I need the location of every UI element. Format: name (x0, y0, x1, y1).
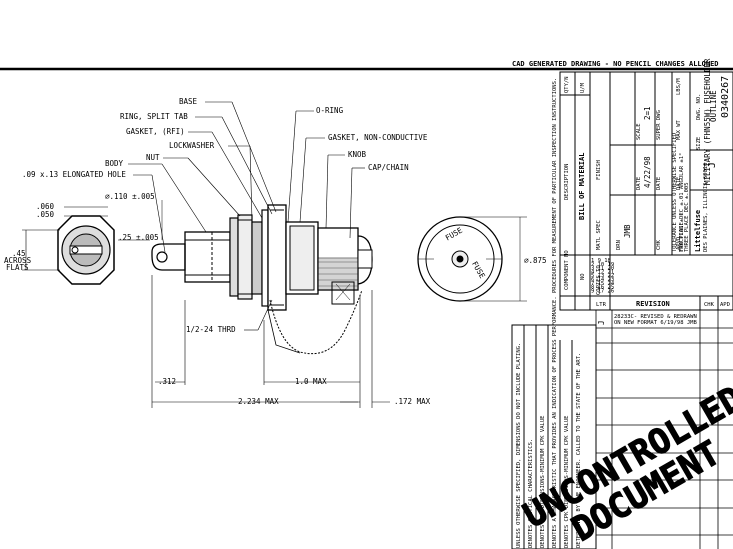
dim-1-0-max: 1.0 MAX (295, 377, 327, 386)
callout-elongated-hole: .09 x.13 ELONGATED HOLE (22, 170, 126, 179)
drn-value: JMB (623, 224, 632, 238)
date-1-label: DATE (636, 177, 642, 190)
size-label: SIZE (696, 137, 702, 150)
rev-apd-header: APD (720, 302, 730, 308)
note-2: DENOTES CRITICAL CHARACTERISTICS. (528, 439, 534, 548)
bom-um-header: U/M (580, 82, 586, 93)
dim-hole-dia: ⌀.110 ±.005 (105, 192, 155, 201)
rev-entry-text-2: ON NEW FORMAT 6/19/98 JMB (614, 320, 697, 326)
date-3-label: DATE (676, 177, 682, 190)
copies-to-header: COPIES TO (596, 265, 602, 295)
copies-row: 5 13 22 (591, 273, 614, 279)
copies-row: 8 16 25 (591, 285, 614, 291)
tolerance-line-1: TOLERANCE UNLESS OTHERWISE SPECIFIED (672, 133, 678, 252)
rev-chk-header: CHK (704, 302, 715, 308)
rev-ltr-header: LTR (596, 302, 607, 308)
end-view-hex (57, 215, 115, 285)
dim-875: ⌀.875 (524, 256, 547, 265)
header-note: CAD GENERATED DRAWING - NO PENCIL CHANGE… (512, 60, 719, 68)
callout-nut: NUT (146, 153, 160, 162)
tolerance-line-2: FRACTION ± - (679, 212, 685, 252)
dim-across-flats-3: FLATS (6, 263, 29, 272)
note-4: DENOTES A CHARACTERISTIC THAT PROVIDES A… (552, 78, 558, 548)
callout-ring-split-tab: RING, SPLIT TAB (120, 112, 188, 121)
note-1: UNLESS OTHERWISE SPECIFIED, DIMENSIONS D… (516, 343, 522, 548)
tolerance-line-3: TWO PLACE DEC ±.01 ANGULAR ±1° (679, 153, 685, 252)
finish-label: FINISH (596, 160, 602, 180)
dwg-no-label: DWG. NO. (696, 94, 702, 121)
company-address: DES PLAINES, ILLINOIS 60016 (703, 163, 709, 252)
callout-gasket-nonconductive: GASKET, NON-CONDUCTIVE (328, 133, 428, 142)
note-5: DENOTES CPK DIMENSIONS-MINIMUM CPK VALUE (564, 416, 570, 548)
callout-lockwasher: LOCKWASHER (169, 141, 215, 150)
note-3: DENOTES CPK DIMENSIONS-MINIMUM CPK VALUE (540, 416, 546, 548)
copies-row: 2 10 19 (591, 262, 614, 268)
dim-172-max: .172 MAX (394, 397, 431, 406)
tolerance-line-4: THREE PLACE DEC ±.005 (684, 182, 690, 252)
bom-description-header: DESCRIPTION (564, 164, 570, 200)
drawing-number: 0340267 (720, 76, 731, 118)
dim-060: .060 (36, 202, 55, 211)
callout-o-ring: O-RING (316, 106, 344, 115)
copies-row: 1 9 18 (591, 258, 611, 264)
fuseholder-profile (151, 204, 373, 355)
callout-thread: 1/2-24 THRD (186, 325, 236, 334)
rev-entry-letter: J (597, 320, 606, 325)
callout-cap-chain: CAP/CHAIN (368, 163, 409, 172)
bom-qty-header: QTY/N (564, 76, 570, 93)
dim-across-flats-2: ACROSS (4, 256, 32, 265)
dimension-lines (151, 275, 390, 408)
notes-block (511, 324, 597, 549)
callouts (128, 101, 365, 331)
dim-050: .050 (36, 210, 55, 219)
dim-312: .312 (158, 377, 176, 386)
note-6: DETERMINED BY THE ENGINEER. CALLED TO TH… (576, 353, 582, 548)
rev-entry-text-1: 28233C- REVISED & REDRAWN (614, 314, 697, 320)
callout-base: BASE (179, 97, 198, 106)
title-block (559, 71, 733, 311)
apvd-label: APVD (676, 237, 682, 250)
company-logo: Littelfuse (694, 210, 702, 252)
rev-header: REVISION (636, 300, 670, 308)
matl-spec-label: MATL SPEC (596, 220, 602, 250)
copies-row: 6 14 23 (591, 277, 614, 283)
copies-row: 9 17 26 (591, 288, 614, 294)
lbs-label: LBS/M (676, 78, 682, 95)
chk-label: CHK (656, 239, 662, 250)
dim-tab-25: .25 ±.005 (118, 233, 159, 242)
callout-body: BODY (105, 159, 124, 168)
scale-label: SCALE (636, 123, 642, 140)
drawing-title: MILITARY (FHN55W) FUSEHOLDER (703, 58, 712, 185)
callout-knob: KNOB (348, 150, 367, 159)
copies-row: 7 15 24 (591, 281, 615, 287)
date-1-value: 4/22/98 (643, 156, 652, 188)
watermark: UNCONTROLLED DOCUMENT (516, 378, 733, 549)
bom-component-header: COMPONENT NO (564, 250, 570, 290)
knob-label-fuse-2: FUSE (470, 260, 487, 281)
copies-row: 4 12 21 (591, 269, 614, 275)
bom-title: BILL OF MATERIAL (578, 153, 586, 220)
super-dwg-label: SUPER DWG (656, 110, 662, 140)
callout-gasket-rfi: GASKET, (RFI) (126, 127, 185, 136)
knob-front-view (417, 216, 527, 302)
copies-list: 1 9 182 10 193 11 204 12 215 13 226 14 2… (591, 258, 615, 294)
date-2-label: DATE (656, 177, 662, 190)
max-wt-label: MAX WT (676, 119, 682, 140)
copies-row: 3 11 20 (591, 266, 614, 272)
scale-value: 2=1 (643, 106, 652, 120)
outline-label: OUTLINE (709, 90, 718, 122)
dim-2234-max: 2.234 MAX (238, 397, 279, 406)
drn-label: DRN (616, 240, 622, 250)
rev-letter: J (707, 162, 718, 168)
bom-no-header: NO (580, 273, 586, 280)
dim-across-flats-1: .45 (12, 249, 26, 258)
